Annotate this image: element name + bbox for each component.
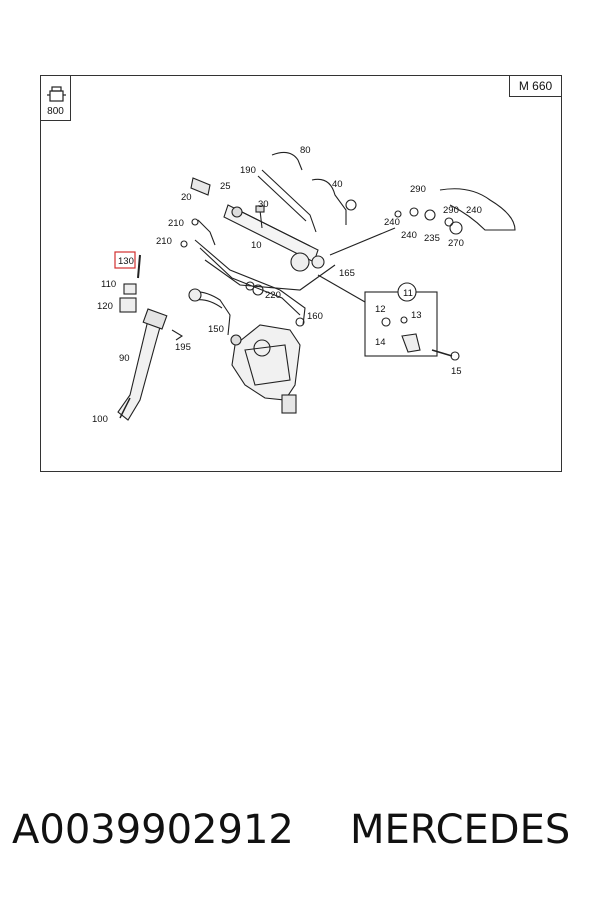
callout-label: 210	[156, 236, 172, 247]
callout-label-highlighted: 130	[118, 256, 134, 267]
engine-reference-box: 800	[41, 76, 71, 121]
highlighted-callout-box	[114, 251, 136, 269]
callout-label: 15	[451, 366, 462, 377]
callout-label: 150	[208, 324, 224, 335]
callout-label: 220	[265, 290, 281, 301]
part-number: A0039902912	[12, 807, 294, 853]
callout-label: 235	[424, 233, 440, 244]
callout-label: 110	[101, 279, 116, 290]
callout-label: 12	[375, 304, 386, 315]
callout-labels: 80 190 25 40 20 290 30 290 240 210 240 2…	[92, 145, 482, 425]
callout-label: 270	[448, 238, 464, 249]
callout-label: 10	[251, 240, 262, 251]
product-footer: A0039902912 MERCEDES	[0, 800, 600, 860]
callout-label: 90	[119, 353, 130, 364]
callout-label: 80	[300, 145, 311, 156]
callout-label: 165	[339, 268, 355, 279]
engine-reference-code: 800	[47, 106, 64, 117]
callout-label: 240	[401, 230, 417, 241]
callout-label: 190	[240, 165, 256, 176]
parts-drawing	[117, 151, 516, 421]
model-code-label: M 660	[509, 76, 561, 97]
diagram-frame	[40, 75, 562, 472]
callout-label: 195	[175, 342, 191, 353]
callout-label: 290	[443, 205, 459, 216]
callout-label: 30	[258, 199, 269, 210]
callout-label: 210	[168, 218, 184, 229]
callout-label: 160	[307, 311, 323, 322]
callout-label: 100	[92, 414, 108, 425]
callout-label: 14	[375, 337, 386, 348]
callout-label: 40	[332, 179, 343, 190]
callout-label: 11	[403, 288, 413, 299]
callout-label: 13	[411, 310, 422, 321]
callout-label: 290	[410, 184, 426, 195]
engine-block-icon	[47, 86, 66, 102]
callout-label: 120	[97, 301, 113, 312]
callout-label: 25	[220, 181, 231, 192]
callout-label: 240	[466, 205, 482, 216]
callout-label: 20	[181, 192, 192, 203]
callout-label: 240	[384, 217, 400, 228]
brand-name: MERCEDES	[350, 807, 571, 853]
